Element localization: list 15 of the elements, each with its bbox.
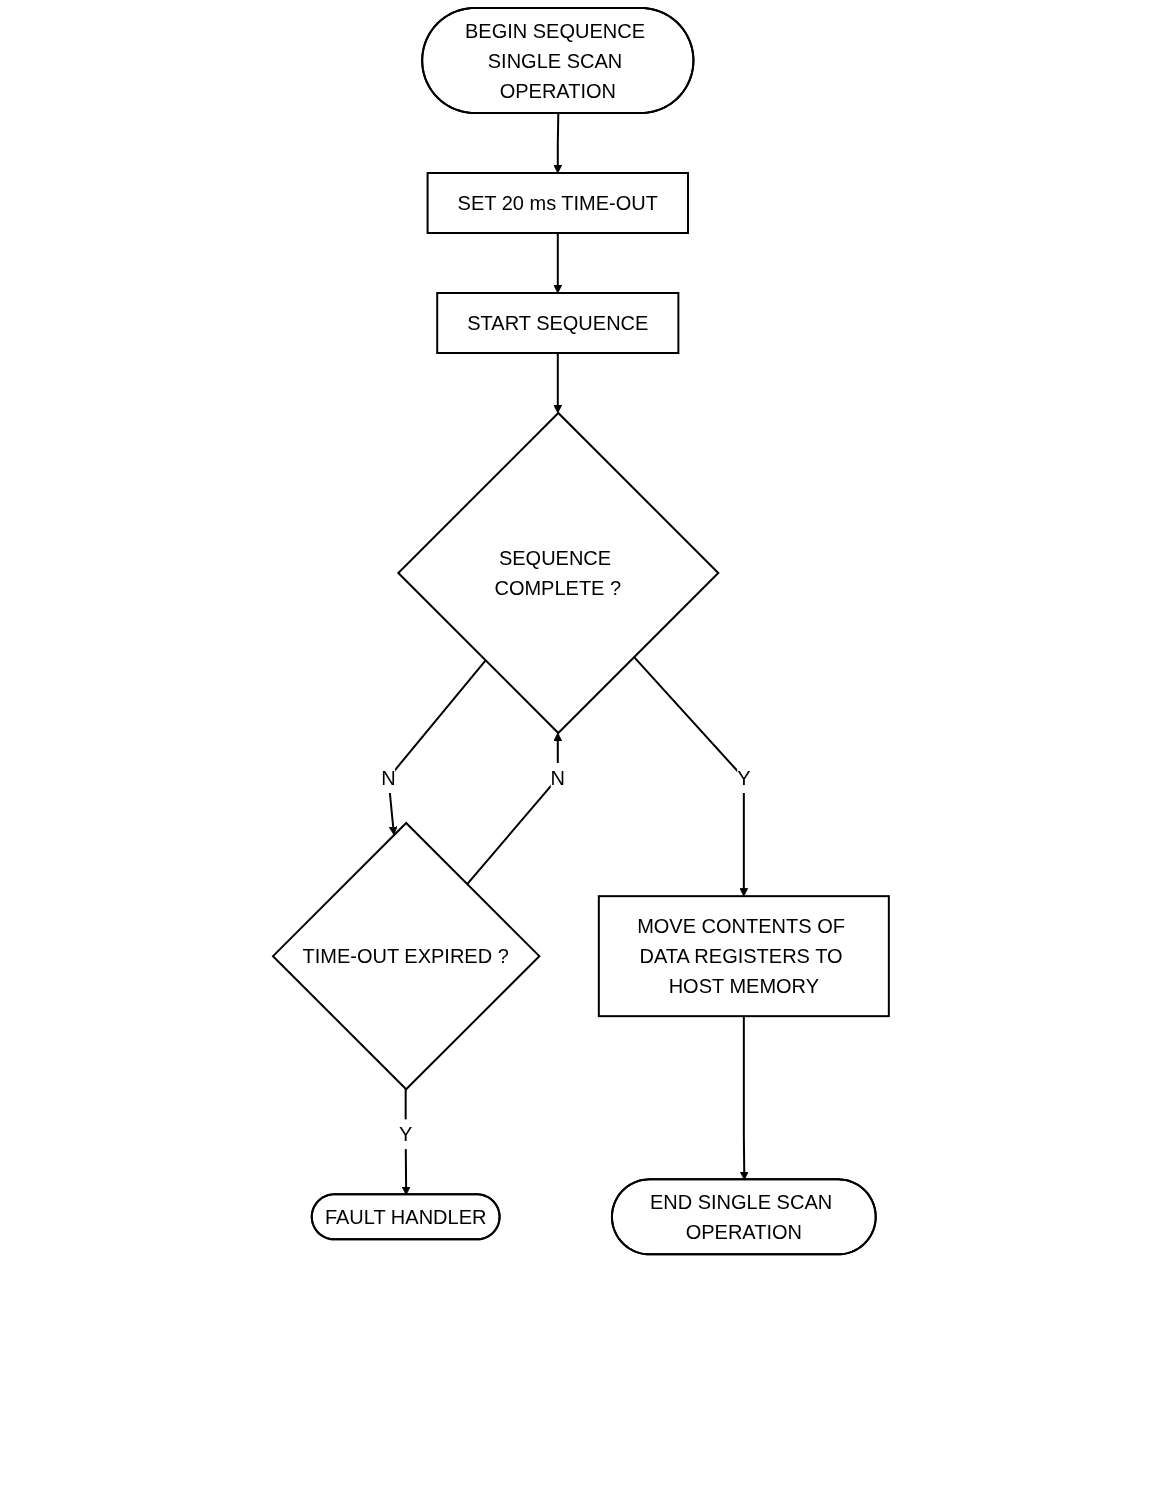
- node-box: MOVE CONTENTS OF DATA REGISTERS TO HOST MEMORY: [597, 895, 890, 1018]
- edge-label: N: [381, 767, 396, 789]
- arrow: [553, 352, 563, 414]
- edge-label: Y: [399, 1123, 413, 1146]
- edge-label: Y: [737, 767, 751, 789]
- node-diamond: SEQUENCE COMPLETE ?: [396, 411, 720, 735]
- arrow: [553, 232, 563, 294]
- arrow: [553, 112, 563, 174]
- node-diamond: TIME-OUT EXPIRED ?: [271, 821, 541, 1091]
- arrow: [739, 1015, 749, 1181]
- node-box: SET 20 ms TIME-OUT: [426, 172, 690, 234]
- arrow: [633, 655, 749, 897]
- edge-label: N: [550, 767, 566, 789]
- arrow: [387, 659, 487, 836]
- node-box: START SEQUENCE: [436, 292, 680, 354]
